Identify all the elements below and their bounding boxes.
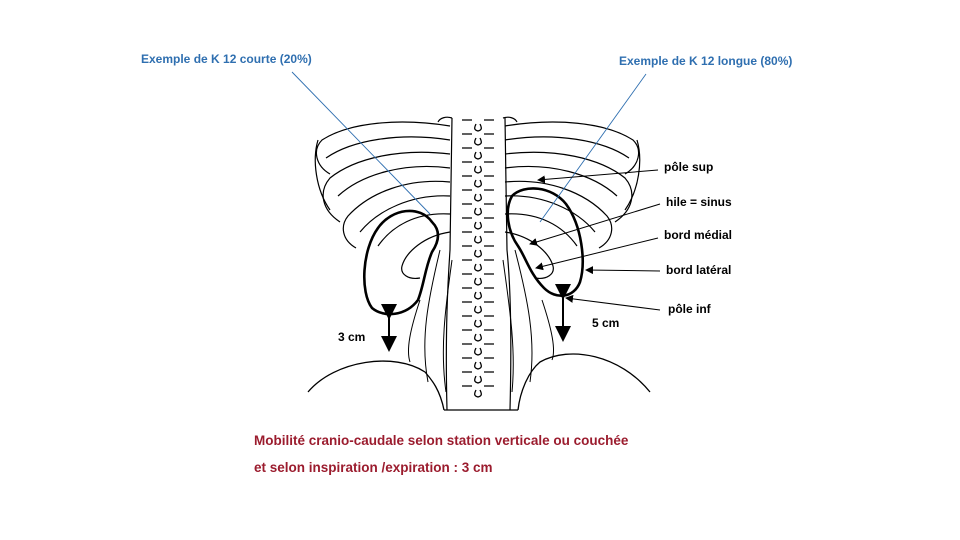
spinous-process-mark [474, 361, 482, 370]
spinous-process-mark [474, 375, 482, 384]
caption-line-2: et selon inspiration /expiration : 3 cm [254, 460, 493, 475]
spinous-process-mark [474, 207, 482, 216]
callout-long-k12: Exemple de K 12 longue (80%) [619, 54, 793, 68]
label-pointer-lines [529, 169, 661, 311]
spinous-process-mark [474, 347, 482, 356]
left-kidney [363, 209, 440, 316]
spinous-process-mark [474, 389, 482, 398]
label-pole-inf: pôle inf [668, 302, 711, 316]
callout-leader-lines [291, 71, 647, 223]
spinous-process-mark [474, 165, 482, 174]
label-right-mobility: 5 cm [592, 316, 620, 330]
caption-line-1: Mobilité cranio-caudale selon station ve… [254, 433, 629, 448]
spinous-process-mark [474, 263, 482, 272]
label-left-mobility: 3 cm [338, 330, 366, 344]
callout-short-k12: Exemple de K 12 courte (20%) [141, 52, 312, 66]
spinous-process-mark [474, 193, 482, 202]
rib-cage [314, 116, 641, 279]
vertebrae-segments [462, 119, 494, 398]
spinous-process-mark [474, 305, 482, 314]
spinous-process-mark [474, 221, 482, 230]
spinous-process-mark [474, 179, 482, 188]
label-bord-medial: bord médial [664, 228, 733, 242]
pelvis-outline [307, 353, 651, 411]
label-pole-sup: pôle sup [664, 160, 714, 174]
spinous-process-mark [474, 151, 482, 160]
kidneys [363, 187, 584, 316]
label-bord-lateral: bord latéral [666, 263, 732, 277]
spinous-process-mark [474, 291, 482, 300]
spinous-process-mark [474, 277, 482, 286]
spinous-process-mark [474, 333, 482, 342]
psoas-muscle-lines [407, 249, 555, 393]
label-hile: hile = sinus [666, 195, 732, 209]
right-kidney [506, 187, 584, 297]
spinous-process-mark [474, 249, 482, 258]
vertebral-column [445, 117, 512, 411]
spinous-process-mark [474, 137, 482, 146]
spinous-process-mark [474, 319, 482, 328]
mobility-arrows [381, 284, 571, 352]
spinous-process-mark [474, 235, 482, 244]
spinous-process-mark [474, 123, 482, 132]
